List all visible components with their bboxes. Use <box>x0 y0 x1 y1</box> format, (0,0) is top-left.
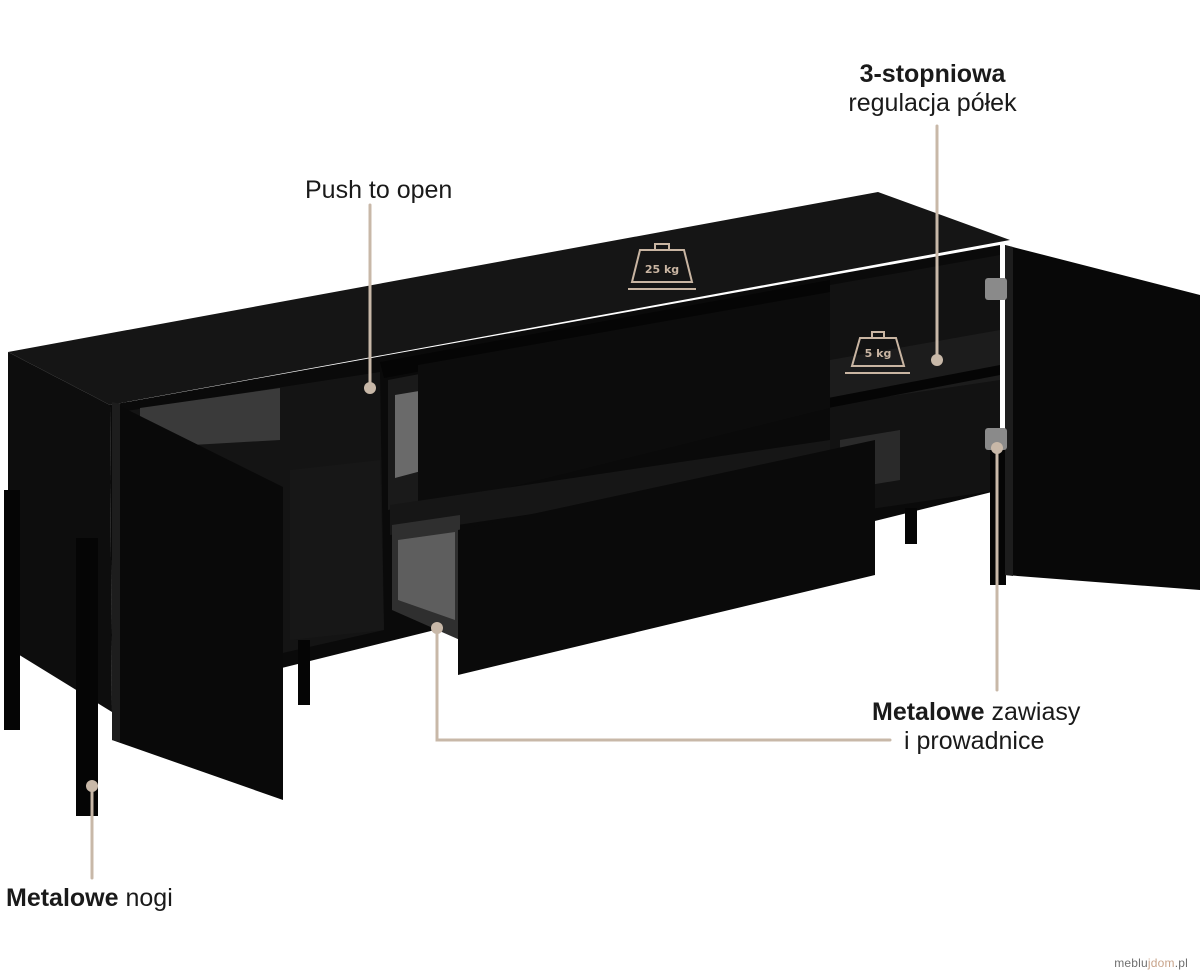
upper-drawer <box>388 292 830 510</box>
right-door <box>985 245 1200 590</box>
leader-lines <box>90 124 999 880</box>
shelf-adjustment-bold: 3-stopniowa <box>859 60 1006 88</box>
hinges-text: zawiasy <box>984 698 1081 726</box>
weight-badge-shelf: 5 kg <box>845 331 910 374</box>
watermark: meblujdom.pl <box>1114 956 1188 970</box>
legs <box>4 440 1006 816</box>
watermark-suffix: .pl <box>1174 956 1188 970</box>
lower-drawer <box>390 440 875 675</box>
hinge-upper <box>985 278 1007 300</box>
weight-label-top: 25 kg <box>645 263 679 276</box>
push-to-open-label: Push to open <box>305 176 453 204</box>
shelf-adjustment-text: regulacja półek <box>848 89 1017 117</box>
weight-badge-top: 25 kg <box>628 243 696 290</box>
runners-text: i prowadnice <box>904 727 1045 755</box>
legs-bold: Metalowe <box>6 884 119 912</box>
metal-legs-label: Metalowe nogi <box>6 884 173 913</box>
watermark-accent: jdom <box>1147 956 1175 970</box>
hinges-bold: Metalowe <box>872 698 985 726</box>
hinges-runners-label: Metalowe zawiasy i prowadnice <box>872 698 1080 756</box>
shelf-adjustment-label: 3-stopniowa regulacja półek <box>820 60 1045 118</box>
left-door <box>112 402 283 800</box>
legs-text: nogi <box>118 884 173 912</box>
weight-label-shelf: 5 kg <box>865 347 892 360</box>
leader-dots <box>86 354 1003 792</box>
watermark-prefix: meblu <box>1114 956 1148 970</box>
